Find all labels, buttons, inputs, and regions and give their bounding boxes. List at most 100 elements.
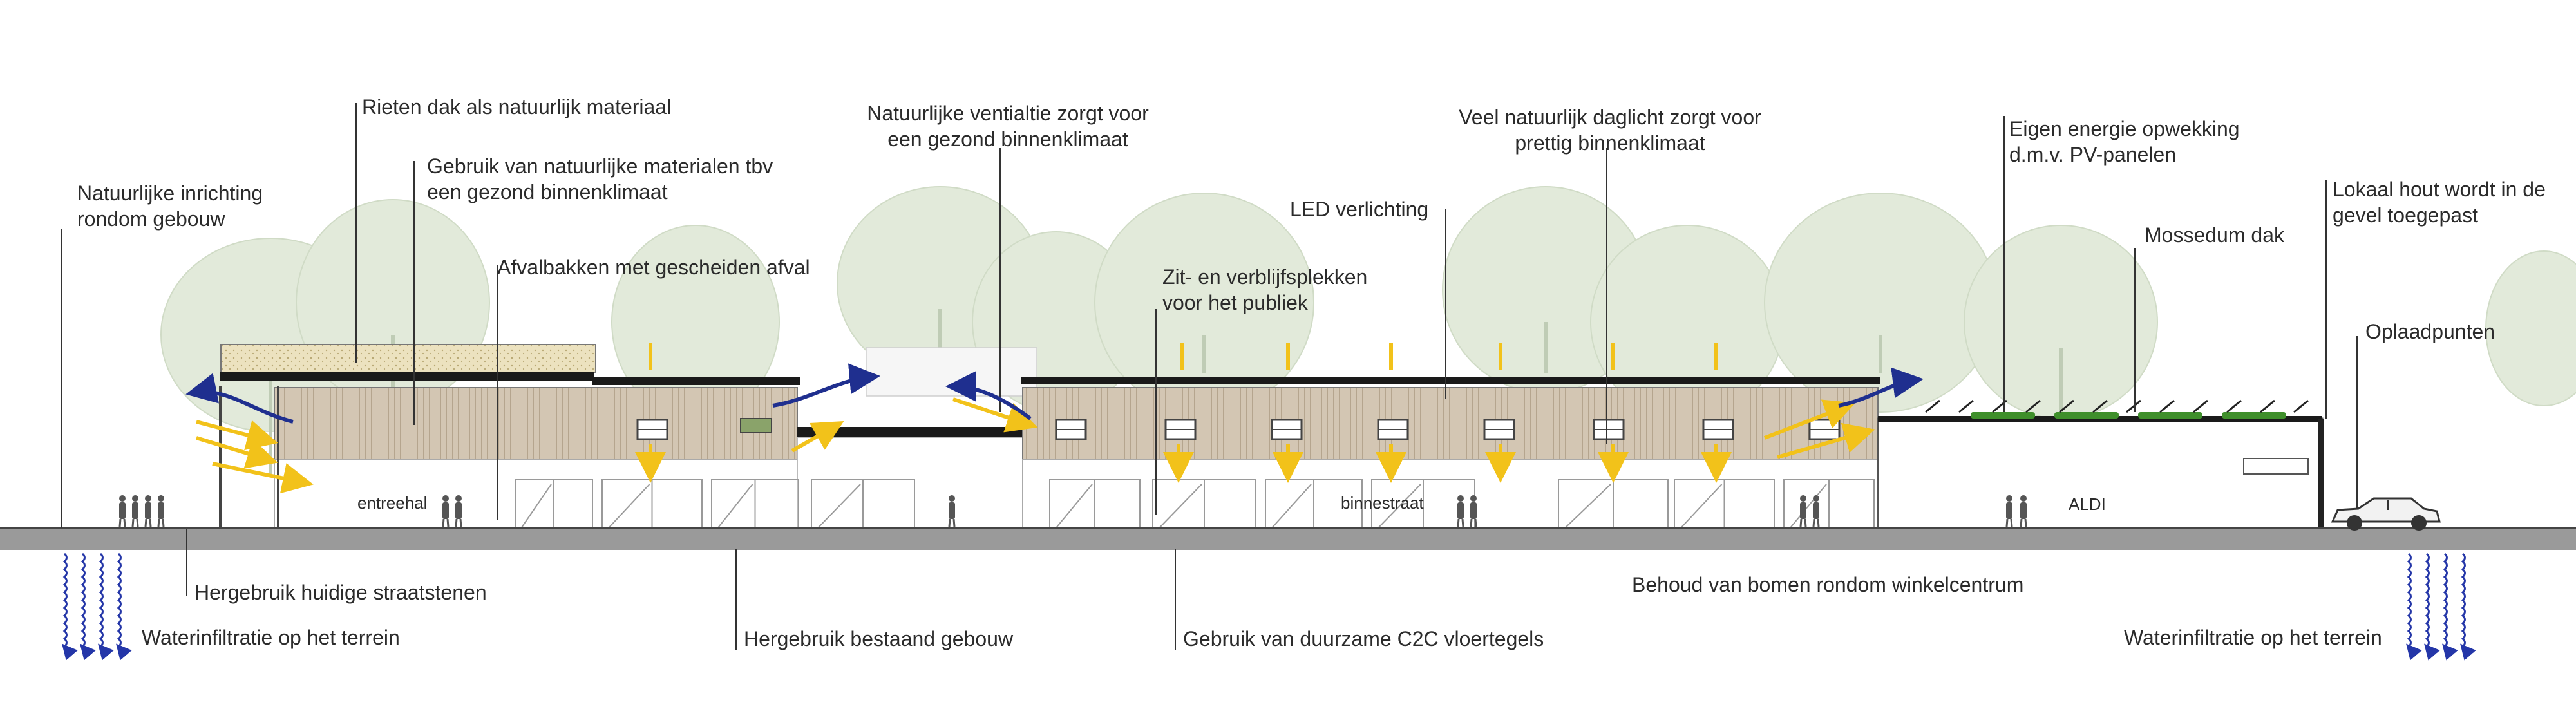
daylight-arrow-diagonal bbox=[212, 462, 314, 494]
label-local-wood-line1: Lokaal hout wordt in de bbox=[2333, 178, 2546, 201]
person-body bbox=[1457, 502, 1464, 519]
daylight-arrow-diagonal bbox=[952, 397, 1038, 433]
left-building bbox=[219, 372, 800, 530]
person-leg bbox=[162, 518, 165, 527]
label-natural-materials-line1: Gebruik van natuurlijke materialen tbv bbox=[427, 155, 773, 178]
main-building bbox=[1021, 377, 1880, 530]
daylight-arrows bbox=[196, 343, 1875, 494]
person-body bbox=[442, 502, 449, 519]
label-natural-layout-line1: Natuurlijke inrichting bbox=[77, 182, 263, 205]
label-moss-roof: Mossedum dak bbox=[2145, 223, 2284, 247]
person-leg bbox=[149, 518, 152, 527]
pv-panel bbox=[2193, 399, 2208, 413]
glazing-door-swing bbox=[716, 484, 753, 530]
label-ventilation: Natuurlijke ventialtie zorgt voor een ge… bbox=[847, 100, 1169, 152]
glazing-door-swing bbox=[520, 484, 552, 530]
label-daylight-line1: Veel natuurlijk daglicht zorgt voor bbox=[1459, 106, 1761, 129]
glazing-door-swing bbox=[1054, 484, 1093, 530]
daylight-arrow-diagonal bbox=[196, 436, 278, 469]
person-body bbox=[145, 502, 151, 519]
person-leg bbox=[948, 518, 951, 527]
glazing-door-swing bbox=[1270, 484, 1312, 530]
person-body bbox=[158, 502, 164, 519]
water-squiggle bbox=[2460, 553, 2476, 661]
person-body bbox=[1800, 502, 1806, 519]
glazing-door-swing bbox=[1376, 484, 1421, 530]
label-daylight-line2: prettig binnenklimaat bbox=[1515, 131, 1705, 155]
pv-panel bbox=[2092, 399, 2108, 413]
person-leg bbox=[2024, 518, 2027, 527]
person-leg bbox=[136, 518, 139, 527]
person-body bbox=[949, 502, 955, 519]
label-daylight: Veel natuurlijk daglicht zorgt voor pret… bbox=[1443, 104, 1777, 156]
label-energy-line1: Eigen energie opwekking bbox=[2009, 117, 2240, 140]
label-local-wood-line2: gevel toegepast bbox=[2333, 203, 2478, 227]
label-energy: Eigen energie opwekking d.m.v. PV-panele… bbox=[2009, 116, 2240, 167]
person-body bbox=[119, 502, 126, 519]
water-infiltration bbox=[62, 553, 2476, 661]
person-body bbox=[1813, 502, 1819, 519]
pv-panel bbox=[2159, 399, 2175, 413]
label-reuse-building: Hergebruik bestaand gebouw bbox=[744, 627, 1014, 650]
glazing-door-swing bbox=[1563, 484, 1611, 530]
water-squiggle bbox=[98, 553, 114, 661]
moss-patch bbox=[2222, 412, 2286, 419]
label-natural-layout: Natuurlijke inrichting rondom gebouw bbox=[77, 180, 263, 232]
person-leg bbox=[459, 518, 462, 527]
background-trees bbox=[160, 186, 2576, 477]
person-leg bbox=[123, 518, 126, 527]
label-waste-bins: Afvalbakken met gescheiden afval bbox=[497, 256, 810, 279]
label-ventilation-line2: een gezond binnenklimaat bbox=[887, 128, 1128, 151]
label-seating-line2: voor het publiek bbox=[1162, 291, 1308, 314]
label-seating-line1: Zit- en verblijfsplekken bbox=[1162, 265, 1368, 288]
pv-panel bbox=[1925, 399, 1940, 413]
daylight-arrow-diagonal bbox=[791, 421, 844, 453]
glazing-door-swing bbox=[1679, 484, 1723, 530]
pv-panel bbox=[2025, 399, 2041, 413]
aldi-building bbox=[1877, 416, 2324, 531]
person-leg bbox=[1817, 518, 1820, 527]
label-charging: Oplaadpunten bbox=[2365, 320, 2496, 343]
person-head bbox=[1457, 495, 1464, 502]
person-head bbox=[442, 495, 449, 502]
person-body bbox=[1470, 502, 1477, 519]
label-energy-line2: d.m.v. PV-panelen bbox=[2009, 143, 2177, 166]
moss-roof-pv bbox=[1925, 399, 2309, 419]
glazing-door-swing bbox=[1788, 484, 1827, 530]
daylight-arrow-diagonal bbox=[196, 420, 278, 451]
middle-connector bbox=[797, 347, 1037, 530]
people-figures bbox=[118, 495, 2027, 527]
label-natural-layout-line2: rondom gebouw bbox=[77, 207, 225, 231]
pv-panel bbox=[2059, 399, 2074, 413]
person-head bbox=[2020, 495, 2027, 502]
glazing-door-swing bbox=[1157, 484, 1202, 530]
person-head bbox=[145, 495, 151, 502]
ground-line bbox=[0, 528, 2576, 550]
person-leg bbox=[455, 518, 458, 527]
thatched-roof bbox=[220, 344, 596, 373]
car bbox=[2331, 497, 2441, 531]
person-head bbox=[119, 495, 126, 502]
person-body bbox=[132, 502, 138, 519]
person-head bbox=[1813, 495, 1819, 502]
daylight-arrow-diagonal bbox=[1777, 422, 1875, 459]
glazing-door-swing bbox=[816, 484, 861, 530]
person-head bbox=[132, 495, 138, 502]
person-leg bbox=[1804, 518, 1807, 527]
person-head bbox=[1470, 495, 1477, 502]
person-head bbox=[2006, 495, 2012, 502]
water-squiggle bbox=[116, 553, 132, 661]
leader-lines bbox=[61, 103, 2358, 650]
water-squiggle bbox=[2406, 553, 2422, 661]
pv-panel bbox=[2126, 399, 2141, 413]
label-aldi: ALDI bbox=[2069, 495, 2106, 514]
person-body bbox=[2006, 502, 2012, 519]
person-head bbox=[1800, 495, 1806, 502]
person-head bbox=[158, 495, 164, 502]
label-water-right: Waterinfiltratie op het terrein bbox=[2124, 626, 2382, 649]
ventilation-arrows bbox=[185, 363, 1924, 424]
pv-panel bbox=[2226, 399, 2242, 413]
water-squiggle bbox=[80, 553, 96, 661]
